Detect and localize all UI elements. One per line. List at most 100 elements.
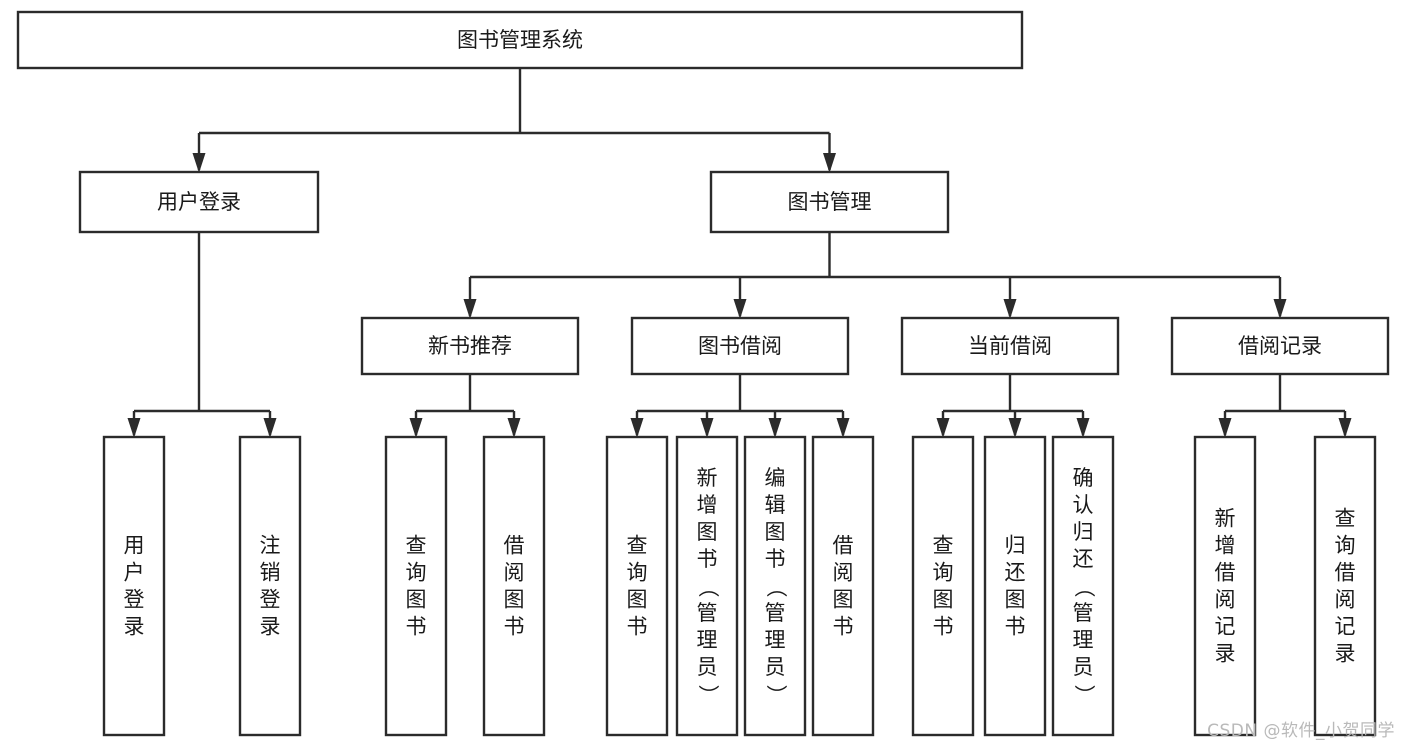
node-label-char: 图 bbox=[406, 588, 427, 612]
node-box bbox=[360, 316, 580, 376]
node-label-char: 还 bbox=[1073, 547, 1094, 571]
node-label-char: 录 bbox=[1215, 642, 1236, 666]
node-book-borrow[interactable]: 图书借阅 bbox=[630, 316, 850, 376]
node-borrow-record[interactable]: 借阅记录 bbox=[1170, 316, 1390, 376]
node-label-char: 新 bbox=[1215, 507, 1236, 531]
node-label-char: 书 bbox=[406, 615, 427, 639]
arrowhead-icon bbox=[936, 418, 950, 438]
node-label: 新书推荐 bbox=[428, 334, 512, 358]
node-new-book-rec[interactable]: 新书推荐 bbox=[360, 316, 580, 376]
arrowhead-icon bbox=[1338, 418, 1352, 438]
node-label: 图书借阅 bbox=[698, 334, 782, 358]
node-label-char: 用 bbox=[124, 534, 145, 558]
node-label-char: 询 bbox=[1335, 534, 1356, 558]
node-label-char: 查 bbox=[933, 534, 954, 558]
node-root[interactable]: 图书管理系统 bbox=[16, 10, 1024, 70]
node-label-char: 查 bbox=[406, 534, 427, 558]
node-label-char: 员 bbox=[765, 655, 786, 679]
node-label-char: 还 bbox=[1005, 561, 1026, 585]
node-label-char: 图 bbox=[627, 588, 648, 612]
arrowhead-icon bbox=[1218, 418, 1232, 438]
arrowhead-icon bbox=[127, 418, 141, 438]
node-label-char: 图 bbox=[504, 588, 525, 612]
node-box bbox=[675, 435, 739, 737]
node-box bbox=[743, 435, 807, 737]
node-leaf-user-login[interactable]: 用户登录 bbox=[102, 435, 166, 737]
arrowhead-icon bbox=[192, 153, 206, 173]
node-box bbox=[238, 435, 302, 737]
node-box bbox=[605, 435, 669, 737]
node-label-char: 员 bbox=[1073, 655, 1094, 679]
node-label-char: （ bbox=[696, 577, 720, 598]
node-label-char: 书 bbox=[933, 615, 954, 639]
node-label-char: 辑 bbox=[765, 493, 786, 517]
node-label-char: 图 bbox=[697, 520, 718, 544]
node-label-char: 新 bbox=[697, 466, 718, 490]
node-label-char: 阅 bbox=[504, 561, 525, 585]
node-label-char: 管 bbox=[1073, 601, 1094, 625]
node-label: 用户登录 bbox=[157, 190, 241, 214]
node-label-char: （ bbox=[1072, 577, 1096, 598]
node-label-char: 图 bbox=[1005, 588, 1026, 612]
node-label: 借阅记录 bbox=[1238, 334, 1322, 358]
node-box bbox=[900, 316, 1120, 376]
arrowhead-icon bbox=[263, 418, 277, 438]
arrowhead-icon bbox=[1273, 299, 1287, 319]
node-label-char: 书 bbox=[627, 615, 648, 639]
node-label-char: 录 bbox=[260, 615, 281, 639]
node-user-login[interactable]: 用户登录 bbox=[78, 170, 320, 234]
node-label-char: 借 bbox=[1335, 561, 1356, 585]
node-label-char: 阅 bbox=[833, 561, 854, 585]
node-current-borrow[interactable]: 当前借阅 bbox=[900, 316, 1120, 376]
node-box bbox=[983, 435, 1047, 737]
arrowhead-icon bbox=[630, 418, 644, 438]
node-label-char: 书 bbox=[833, 615, 854, 639]
node-label-char: 注 bbox=[260, 534, 281, 558]
node-label-char: 图 bbox=[933, 588, 954, 612]
connectors-layer bbox=[127, 68, 1352, 438]
arrowhead-icon bbox=[700, 418, 714, 438]
node-label-char: 录 bbox=[1335, 642, 1356, 666]
arrowhead-icon bbox=[507, 418, 521, 438]
node-label-char: （ bbox=[764, 577, 788, 598]
node-box bbox=[482, 435, 546, 737]
node-label-char: 理 bbox=[697, 628, 718, 652]
node-label-char: 查 bbox=[627, 534, 648, 558]
node-label-char: 理 bbox=[765, 628, 786, 652]
nodes-layer: 图书管理系统用户登录图书管理新书推荐图书借阅当前借阅借阅记录用户登录注销登录查询… bbox=[16, 10, 1390, 737]
node-label-char: 询 bbox=[627, 561, 648, 585]
node-box bbox=[102, 435, 166, 737]
node-box bbox=[1170, 316, 1390, 376]
node-book-manage[interactable]: 图书管理 bbox=[709, 170, 950, 234]
node-box bbox=[78, 170, 320, 234]
node-label-char: 记 bbox=[1335, 615, 1356, 639]
arrowhead-icon bbox=[1003, 299, 1017, 319]
node-label-char: 查 bbox=[1335, 507, 1356, 531]
node-label-char: 增 bbox=[1215, 534, 1236, 558]
node-label-char: 阅 bbox=[1335, 588, 1356, 612]
node-label-char: 归 bbox=[1005, 534, 1026, 558]
node-label-char: 认 bbox=[1073, 493, 1094, 517]
node-box bbox=[1193, 435, 1257, 737]
arrowhead-icon bbox=[463, 299, 477, 319]
node-label-char: 书 bbox=[697, 547, 718, 571]
node-label: 图书管理系统 bbox=[457, 28, 583, 52]
arrowhead-icon bbox=[836, 418, 850, 438]
node-label-char: 阅 bbox=[1215, 588, 1236, 612]
node-label-char: 户 bbox=[124, 561, 145, 585]
node-label-char: 书 bbox=[765, 547, 786, 571]
arrowhead-icon bbox=[733, 299, 747, 319]
